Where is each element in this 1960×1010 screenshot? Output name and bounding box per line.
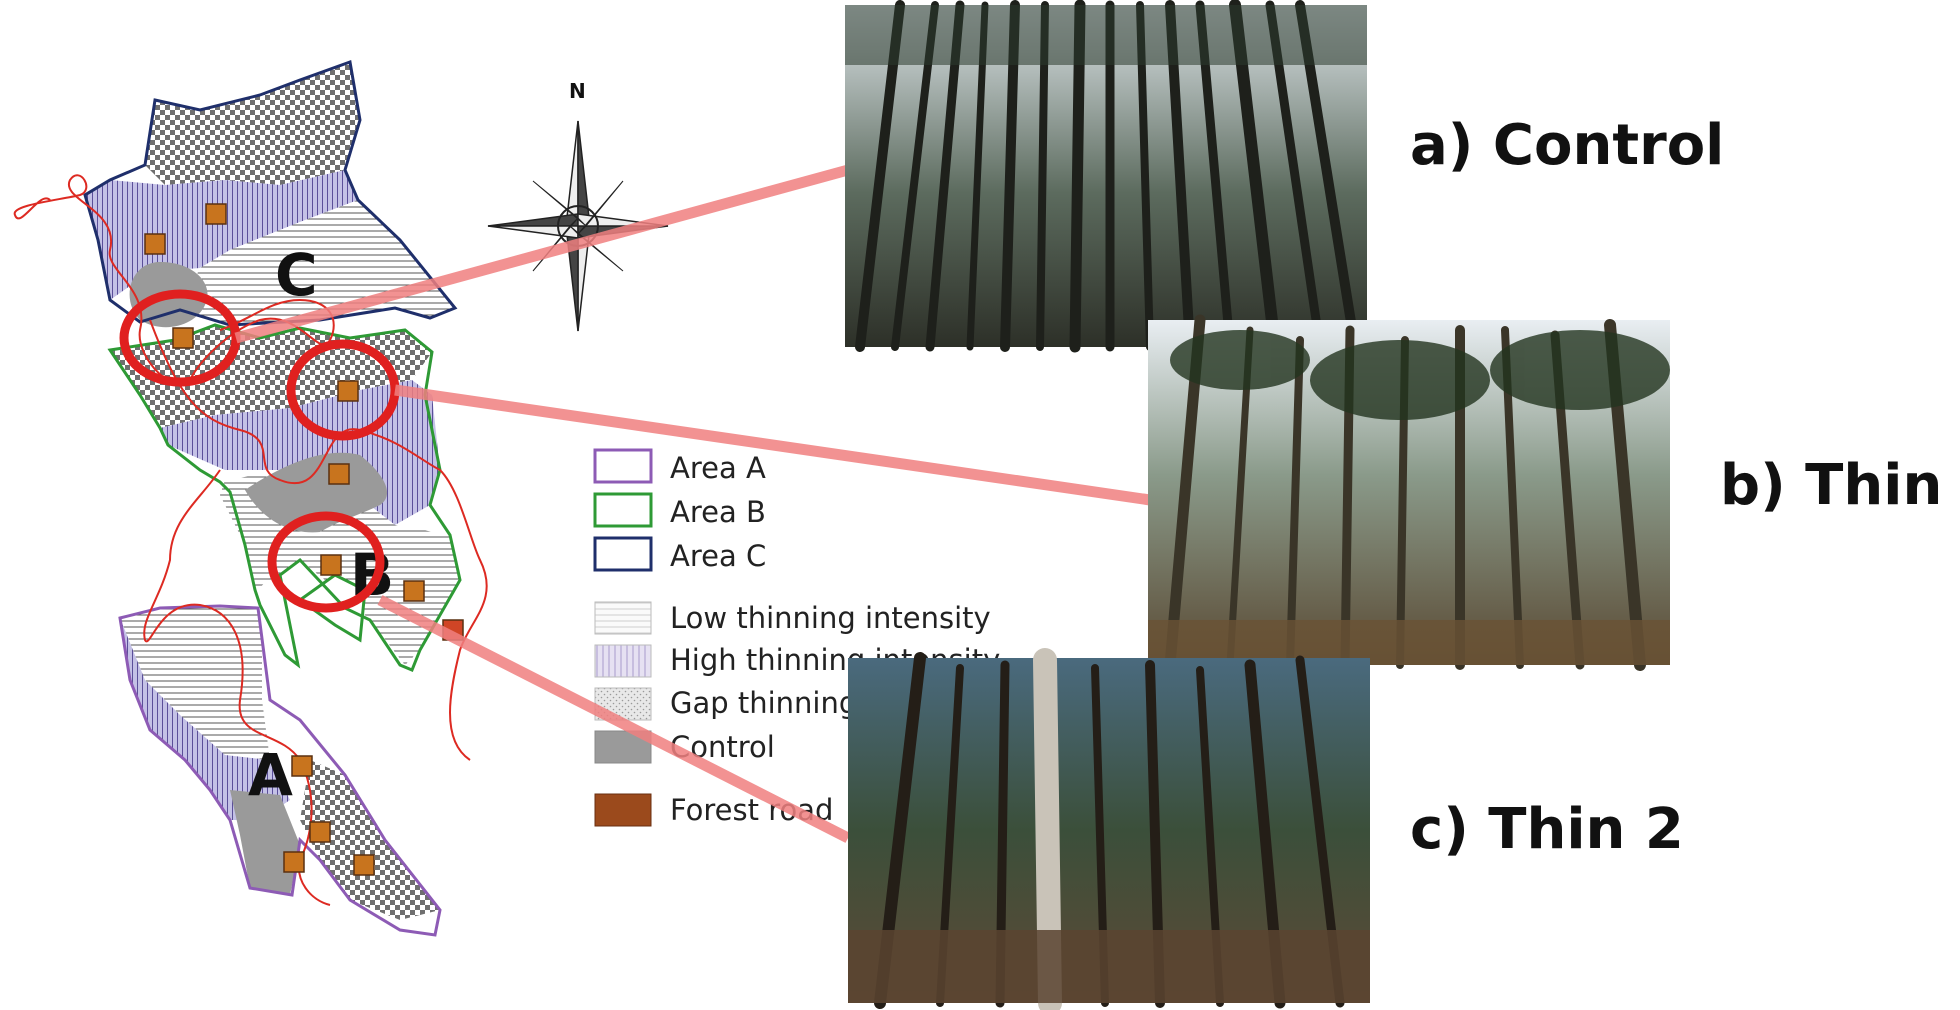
photo-label-thin-1: b) Thin 1	[1720, 453, 1960, 518]
legend-label: Area B	[670, 495, 766, 529]
legend-item-gap-thinning: Gap thinning	[594, 686, 857, 721]
plot-marker	[403, 580, 425, 602]
plot-marker	[353, 854, 375, 876]
legend-label: Gap thinning	[670, 686, 857, 720]
legend-item-area-c: Area C	[593, 536, 766, 573]
plot-marker	[337, 380, 359, 402]
north-label: N	[569, 79, 586, 103]
legend-swatch-area-a	[593, 448, 653, 484]
highlight-circle-thin2	[267, 511, 385, 613]
plot-marker	[328, 463, 350, 485]
legend-label: Low thinning intensity	[670, 601, 991, 635]
plot-marker	[144, 233, 166, 255]
area-b-gap-thinning-zone	[110, 325, 432, 428]
legend-swatch-high-thinning	[594, 644, 652, 678]
area-b-boundary	[107, 323, 462, 672]
area-a-label: A	[248, 741, 293, 809]
area-b-control-zone	[245, 452, 388, 533]
legend-swatch-area-b	[593, 492, 653, 528]
area-a-control-zone	[230, 790, 300, 895]
area-c-gap-thinning-zone	[145, 62, 360, 185]
plot-marker	[320, 554, 342, 576]
legend-label: Area A	[670, 451, 766, 485]
plot-marker	[283, 851, 305, 873]
photo-label-thin-2: c) Thin 2	[1410, 797, 1684, 862]
photo-control	[845, 0, 1367, 353]
area-a	[118, 604, 442, 937]
legend-item-area-a: Area A	[593, 448, 766, 485]
legend-swatch-area-c	[593, 536, 653, 572]
legend-item-area-b: Area B	[593, 492, 766, 529]
connector-lines	[234, 164, 1151, 843]
connector-thin2	[377, 595, 851, 843]
area-a-low-thinning-zone	[120, 606, 270, 760]
legend-swatch-low-thinning	[594, 601, 652, 635]
legend-item-control: Control	[594, 730, 775, 764]
area-a-high-thinning-zone	[120, 618, 290, 820]
area-c-boundary	[83, 59, 458, 327]
area-c-label: C	[275, 241, 318, 309]
connector-thin1	[394, 384, 1151, 506]
plot-marker	[291, 755, 313, 777]
legend-item-forest-road: Forest road	[594, 793, 833, 827]
legend-item-low-thinning: Low thinning intensity	[594, 601, 991, 635]
photo-label-control: a) Control	[1410, 113, 1724, 178]
study-area-map: C B A	[13, 59, 488, 937]
plot-marker	[172, 327, 194, 349]
plot-marker	[309, 821, 331, 843]
area-a-boundary	[118, 604, 442, 937]
photo-thin-2	[848, 648, 1370, 1010]
plot-marker	[205, 203, 227, 225]
legend-label: Area C	[670, 539, 766, 573]
legend-swatch-forest-road	[594, 793, 652, 827]
connector-control	[234, 164, 850, 344]
photo-thin-1	[1148, 314, 1670, 671]
